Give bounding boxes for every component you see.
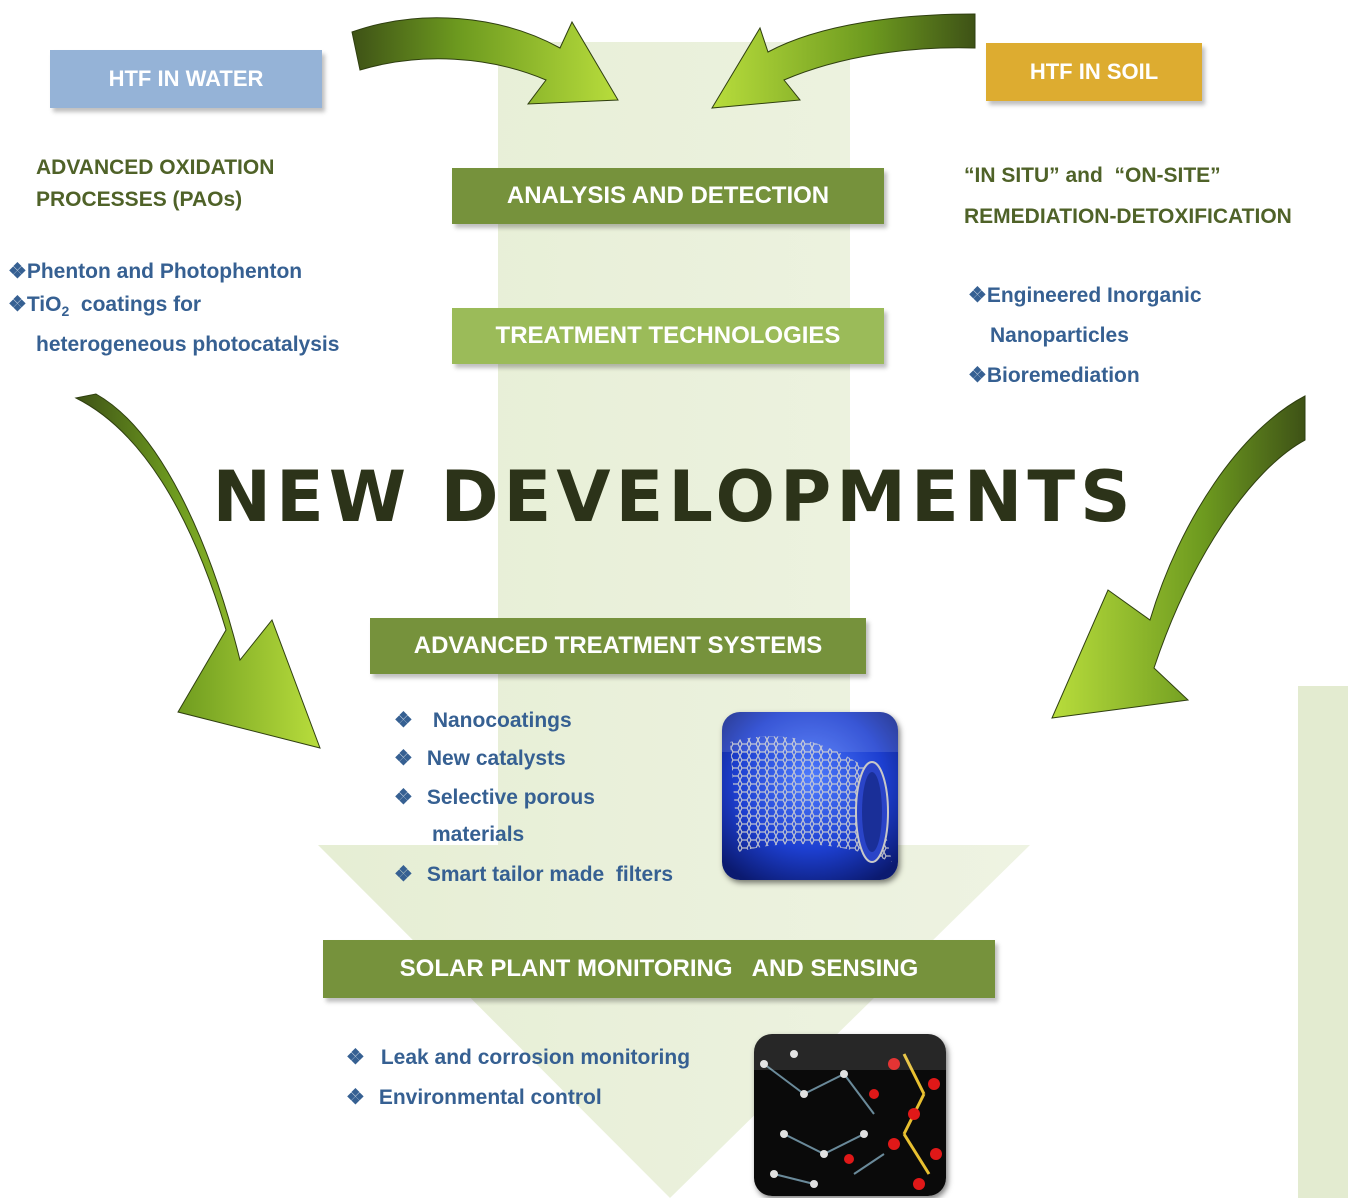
side-bar bbox=[1298, 686, 1348, 1198]
bullet-icon: ❖ bbox=[8, 293, 27, 316]
adv-item-4: ❖Smart tailor made filters bbox=[394, 863, 674, 886]
water-list: ❖Phenton and Photophenton ❖TiO2 coatings… bbox=[8, 255, 339, 361]
curved-arrow-left bbox=[74, 393, 321, 749]
soil-heading: “IN SITU” and “ON-SITE” REMEDIATION-DETO… bbox=[964, 155, 1292, 237]
htf-soil-tag: HTF IN SOIL bbox=[986, 43, 1202, 101]
soil-list: ❖Engineered Inorganic Nanoparticles ❖Bio… bbox=[968, 276, 1202, 396]
page-title: NEW DEVELOPMENTS bbox=[212, 456, 1136, 538]
bullet-icon: ❖ bbox=[968, 364, 987, 387]
adv-item-2: ❖New catalysts bbox=[394, 747, 566, 770]
water-heading: ADVANCED OXIDATION PROCESSES (PAOs) bbox=[36, 152, 274, 216]
solar-monitoring-box: SOLAR PLANT MONITORING AND SENSING bbox=[323, 940, 995, 998]
monitoring-item-1: ❖Leak and corrosion monitoring bbox=[346, 1046, 691, 1069]
soil-item-2: ❖Bioremediation bbox=[968, 364, 1140, 387]
bullet-icon: ❖ bbox=[8, 260, 27, 283]
htf-water-tag: HTF IN WATER bbox=[50, 50, 322, 108]
water-heading-line1: ADVANCED OXIDATION bbox=[36, 156, 275, 179]
water-heading-line2: PROCESSES (PAOs) bbox=[36, 188, 243, 211]
bullet-icon: ❖ bbox=[394, 747, 413, 770]
adv-item-3: ❖Selective porous bbox=[394, 786, 595, 809]
curved-arrow-top-left bbox=[351, 17, 619, 105]
water-item-2-line2: heterogeneous photocatalysis bbox=[36, 333, 340, 357]
soil-heading-line1: “IN SITU” and “ON-SITE” bbox=[964, 164, 1221, 187]
advanced-treatment-systems-box: ADVANCED TREATMENT SYSTEMS bbox=[370, 618, 866, 674]
adv-item-1: ❖Nanocoatings bbox=[394, 709, 572, 732]
bullet-icon: ❖ bbox=[346, 1046, 365, 1069]
curved-arrow-top-right bbox=[711, 13, 976, 109]
solar-monitoring-label: SOLAR PLANT MONITORING AND SENSING bbox=[399, 955, 919, 982]
treatment-technologies-box: TREATMENT TECHNOLOGIES bbox=[452, 308, 884, 364]
water-item-1: ❖Phenton and Photophenton bbox=[8, 260, 303, 283]
bullet-icon: ❖ bbox=[394, 709, 413, 732]
analysis-detection-box: ANALYSIS AND DETECTION bbox=[452, 168, 884, 224]
bullet-icon: ❖ bbox=[968, 284, 987, 307]
nanotube-image bbox=[722, 712, 898, 880]
soil-item-1-line2: Nanoparticles bbox=[990, 324, 1129, 347]
monitoring-item-2: ❖Environmental control bbox=[346, 1086, 602, 1109]
bullet-icon: ❖ bbox=[394, 863, 413, 886]
curved-arrow-right bbox=[1051, 395, 1306, 719]
bullet-icon: ❖ bbox=[394, 786, 413, 809]
adv-item-3-line2: materials bbox=[432, 823, 525, 846]
water-item-2: ❖TiO2 coatings for bbox=[8, 293, 202, 320]
soil-heading-line2: REMEDIATION-DETOXIFICATION bbox=[964, 205, 1292, 228]
molecule-image bbox=[754, 1034, 946, 1196]
bullet-icon: ❖ bbox=[346, 1086, 365, 1109]
soil-item-1: ❖Engineered Inorganic bbox=[968, 284, 1202, 307]
